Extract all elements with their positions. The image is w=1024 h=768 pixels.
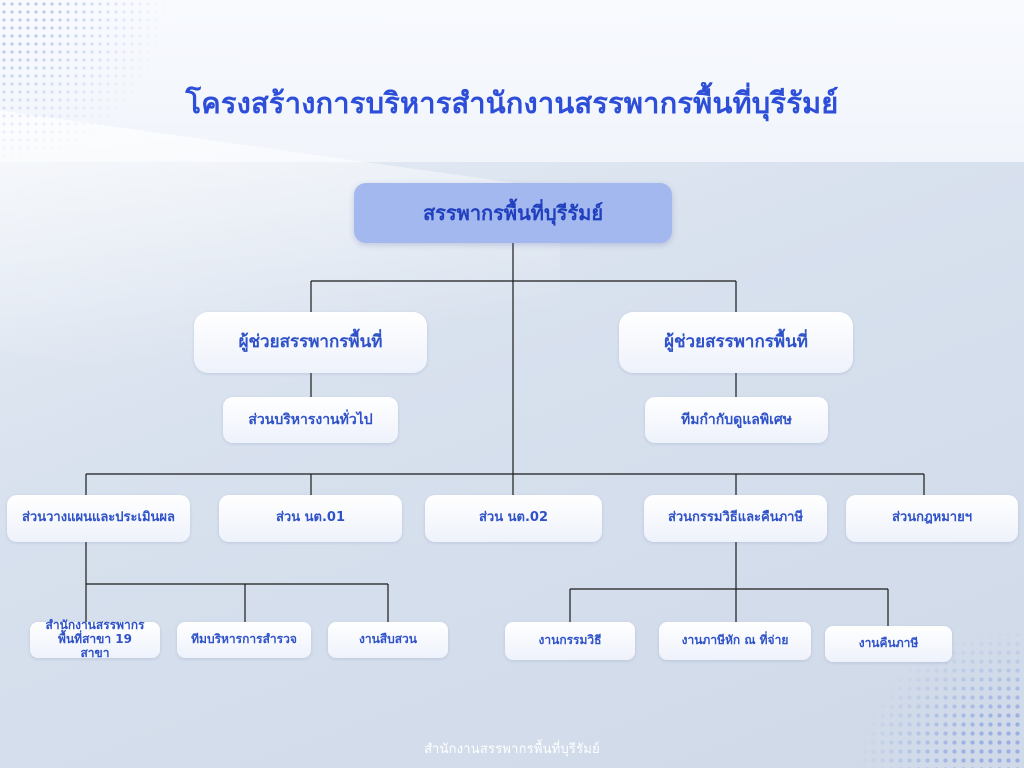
org-node-unit: งานคืนภาษี	[825, 626, 952, 662]
org-node-unit: ทีมบริหารการสำรวจ	[177, 622, 311, 658]
org-node-unit: สำนักงานสรรพากร พื้นที่สาขา 19 สาขา	[30, 618, 160, 660]
org-node-admin-division: ส่วนบริหารงานทั่วไป	[223, 397, 398, 443]
org-node-division: ส่วนกรรมวิธีและคืนภาษี	[644, 495, 827, 542]
dot-pattern-decoration	[0, 0, 170, 165]
org-node-root: สรรพากรพื้นที่บุรีรัมย์	[354, 183, 672, 243]
org-node-unit: งานกรรมวิธี	[505, 622, 635, 660]
org-node-unit: งานสืบสวน	[328, 622, 448, 658]
org-node-assistant-right: ผู้ช่วยสรรพากรพื้นที่	[619, 312, 853, 373]
org-node-assistant-left: ผู้ช่วยสรรพากรพื้นที่	[194, 312, 427, 373]
org-node-division: ส่วนกฎหมายฯ	[846, 495, 1018, 542]
org-node-division: ส่วนวางแผนและประเมินผล	[7, 495, 190, 542]
page-title: โครงสร้างการบริหารสำนักงานสรรพากรพื้นที่…	[185, 86, 839, 120]
org-node-division: ส่วน นต.02	[425, 495, 602, 542]
org-node-special-team: ทีมกำกับดูแลพิเศษ	[645, 397, 828, 443]
footer-caption: สำนักงานสรรพากรพื้นที่บุรีรัมย์	[424, 742, 600, 757]
org-node-division: ส่วน นต.01	[219, 495, 402, 542]
org-node-unit: งานภาษีหัก ณ ที่จ่าย	[659, 622, 811, 660]
